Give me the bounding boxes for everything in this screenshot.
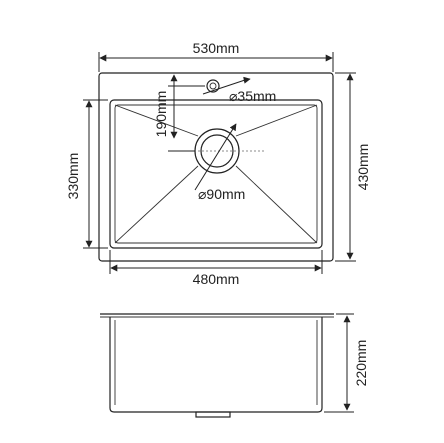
leader-drain: [194, 123, 237, 191]
slope-line-br: [235, 165, 318, 244]
side-bowl-inner-walls: [114, 320, 318, 405]
dim-label-430: 430mm: [355, 144, 371, 191]
dim-label-190: 190mm: [153, 91, 169, 138]
drain-outer-ring: [194, 128, 240, 174]
leader-tap-hole-arrow: [243, 76, 251, 84]
sink-outer-flange: [98, 72, 334, 262]
slope-line-bl: [114, 165, 199, 244]
dim-label-drain: ⌀90mm: [198, 186, 245, 202]
side-view: 220mm: [100, 313, 369, 418]
drain-inner-ring: [200, 134, 234, 168]
slope-line-tr: [235, 104, 318, 137]
tap-hole-inner: [209, 82, 217, 90]
dim-label-530: 530mm: [193, 40, 240, 56]
dim-label-330: 330mm: [65, 153, 81, 200]
tap-hole: [206, 79, 220, 93]
dim-label-480: 480mm: [193, 271, 240, 287]
sink-bowl-bevel: [114, 104, 318, 244]
side-drain-outlet: [195, 411, 231, 418]
dim-label-220: 220mm: [353, 340, 369, 387]
sink-inner-bowl: [109, 99, 323, 249]
leader-tap-hole: [202, 79, 246, 95]
side-bowl-body: [109, 317, 323, 413]
slope-line-tl: [114, 104, 199, 137]
dim-label-tap-hole: ⌀35mm: [229, 88, 276, 104]
top-view: 530mm 480mm 430mm 330mm 190mm ⌀35mm ⌀90m…: [65, 40, 371, 287]
